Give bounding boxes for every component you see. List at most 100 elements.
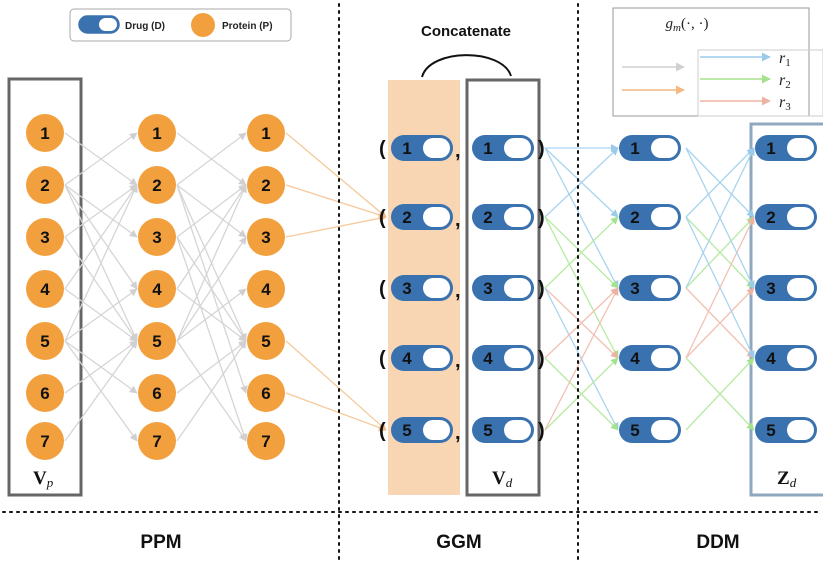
svg-text:5: 5 bbox=[152, 332, 161, 351]
svg-text:6: 6 bbox=[152, 384, 161, 403]
svg-text:3: 3 bbox=[40, 228, 49, 247]
ddm-edge bbox=[544, 147, 619, 218]
svg-text:6: 6 bbox=[261, 384, 270, 403]
svg-text:1: 1 bbox=[40, 124, 49, 143]
protein-node: 2 bbox=[138, 166, 176, 204]
svg-text:2: 2 bbox=[766, 208, 775, 227]
ggm-edge bbox=[285, 132, 387, 218]
comma: , bbox=[455, 422, 461, 444]
vd-label: Vd bbox=[492, 468, 513, 490]
zd-frame bbox=[749, 122, 823, 497]
svg-text:1: 1 bbox=[766, 139, 775, 158]
svg-text:2: 2 bbox=[402, 208, 411, 227]
ddm-drug-node: 2 bbox=[619, 204, 681, 230]
concat-drug-node: 5 bbox=[391, 417, 453, 443]
svg-text:5: 5 bbox=[630, 421, 639, 440]
svg-text:4: 4 bbox=[483, 349, 493, 368]
protein-node: 4 bbox=[247, 270, 285, 308]
ppm-edge bbox=[176, 132, 247, 186]
svg-text:4: 4 bbox=[261, 280, 271, 299]
protein-node: 1 bbox=[26, 114, 64, 152]
concat-drug-node: 1 bbox=[391, 135, 453, 161]
protein-node: 7 bbox=[138, 422, 176, 460]
open-paren: ( bbox=[379, 278, 386, 300]
ddm-edge bbox=[685, 147, 755, 218]
protein-node: 5 bbox=[26, 322, 64, 360]
node-legend: Drug (D) Protein (P) bbox=[69, 8, 292, 42]
protein-node: 5 bbox=[247, 322, 285, 360]
ppm-edge bbox=[176, 236, 248, 442]
svg-text:7: 7 bbox=[40, 432, 49, 451]
svg-text:4: 4 bbox=[152, 280, 162, 299]
ddm-edge bbox=[544, 287, 619, 431]
zd-drug-node: 3 bbox=[755, 275, 817, 301]
ppm-edge bbox=[176, 184, 247, 238]
ppm-edge bbox=[176, 340, 247, 394]
ddm-drug-node: 5 bbox=[619, 417, 681, 443]
ddm-edge bbox=[544, 357, 619, 431]
svg-text:3: 3 bbox=[630, 279, 639, 298]
relation-legend: gm(·, ·) r1 r2 r3 bbox=[612, 7, 823, 117]
r2-label: r2 bbox=[779, 72, 791, 91]
vd-drug-node: 3 bbox=[472, 275, 534, 301]
ddm-edge bbox=[685, 216, 755, 289]
ddm-edge bbox=[685, 147, 755, 289]
svg-text:3: 3 bbox=[766, 279, 775, 298]
ggm-edges bbox=[285, 132, 387, 432]
svg-text:2: 2 bbox=[40, 176, 49, 195]
ddm-edge bbox=[544, 216, 619, 289]
ddm-section-label: DDM bbox=[696, 532, 739, 553]
ppm-section-label: PPM bbox=[140, 532, 181, 553]
ddm-edge bbox=[685, 216, 755, 359]
svg-text:4: 4 bbox=[40, 280, 50, 299]
svg-text:5: 5 bbox=[402, 421, 411, 440]
ppm-edge bbox=[64, 184, 138, 342]
vd-drug-node: 2 bbox=[472, 204, 534, 230]
svg-text:1: 1 bbox=[483, 139, 492, 158]
svg-text:6: 6 bbox=[40, 384, 49, 403]
svg-text:5: 5 bbox=[40, 332, 49, 351]
ppm-edge bbox=[64, 184, 138, 238]
svg-text:2: 2 bbox=[630, 208, 639, 227]
drug-legend-label: Drug (D) bbox=[125, 21, 165, 32]
svg-text:2: 2 bbox=[483, 208, 492, 227]
protein-node: 5 bbox=[138, 322, 176, 360]
concatenate-arc bbox=[421, 54, 512, 78]
protein-node: 2 bbox=[247, 166, 285, 204]
vp-frame bbox=[7, 77, 83, 497]
ddm-edge bbox=[544, 216, 619, 359]
ddm-edge bbox=[544, 147, 619, 289]
concat-drug-node: 2 bbox=[391, 204, 453, 230]
close-paren: ) bbox=[538, 138, 545, 160]
comma: , bbox=[455, 350, 461, 372]
zd-drug-node: 1 bbox=[755, 135, 817, 161]
ddm-drug-node: 3 bbox=[619, 275, 681, 301]
protein-node: 3 bbox=[138, 218, 176, 256]
open-paren: ( bbox=[379, 207, 386, 229]
svg-text:1: 1 bbox=[630, 139, 639, 158]
protein-node: 3 bbox=[247, 218, 285, 256]
svg-text:7: 7 bbox=[152, 432, 161, 451]
protein-node: 7 bbox=[247, 422, 285, 460]
concat-drug-node: 4 bbox=[391, 345, 453, 371]
ppm-edge bbox=[64, 340, 138, 442]
protein-node: 6 bbox=[26, 374, 64, 412]
close-paren: ) bbox=[538, 420, 545, 442]
protein-node: 6 bbox=[247, 374, 285, 412]
svg-text:3: 3 bbox=[152, 228, 161, 247]
ppm-edges bbox=[64, 132, 248, 442]
protein-node: 1 bbox=[247, 114, 285, 152]
protein-node: 3 bbox=[26, 218, 64, 256]
svg-text:5: 5 bbox=[483, 421, 492, 440]
svg-text:2: 2 bbox=[152, 176, 161, 195]
svg-text:3: 3 bbox=[261, 228, 270, 247]
zd-drug-node: 5 bbox=[755, 417, 817, 443]
ddm-edge bbox=[685, 287, 755, 359]
ppm-edge bbox=[64, 184, 138, 290]
zd-label: Zd bbox=[777, 468, 797, 490]
svg-text:3: 3 bbox=[483, 279, 492, 298]
vp-label: Vp bbox=[33, 468, 54, 490]
relation-legend-box bbox=[612, 7, 810, 117]
